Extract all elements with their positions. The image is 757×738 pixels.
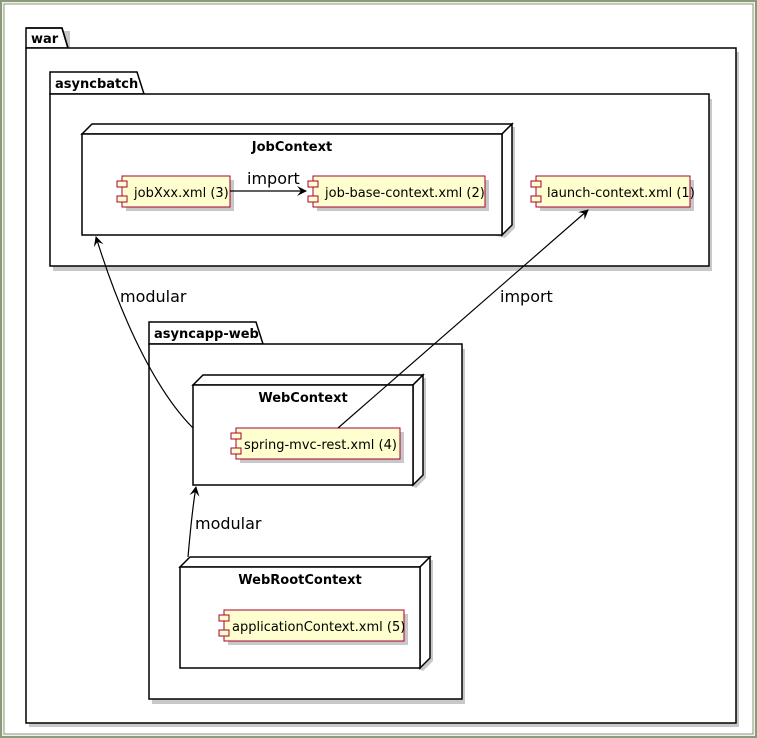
component-spring-mvc-label: spring-mvc-rest.xml (4): [244, 438, 397, 453]
edge-import-launch: [337, 209, 589, 429]
edge-modular-job-label: modular: [120, 287, 187, 306]
edge-import-launch-label: import: [500, 287, 553, 306]
component-app-context: applicationContext.xml (5): [218, 609, 408, 645]
edge-modular-web: [187, 486, 200, 558]
edge-modular-job: [93, 236, 194, 429]
edge-import-job-label: import: [247, 169, 300, 188]
node-web-context-title: WebContext: [258, 391, 347, 406]
node-job-context-title: JobContext: [251, 140, 332, 155]
component-job-base-label: job-base-context.xml (2): [324, 186, 485, 201]
component-job-base: job-base-context.xml (2): [307, 175, 489, 211]
edge-modular-web-label: modular: [195, 514, 262, 533]
package-asyncapp-web-title: asyncapp-web: [154, 327, 259, 342]
component-jobxxx: jobXxx.xml (3): [116, 175, 234, 211]
package-war-title: war: [31, 32, 59, 47]
component-spring-mvc: spring-mvc-rest.xml (4): [230, 427, 404, 463]
component-jobxxx-label: jobXxx.xml (3): [133, 186, 229, 201]
package-asyncbatch-title: asyncbatch: [55, 77, 138, 92]
component-launch-label: launch-context.xml (1): [547, 186, 695, 201]
component-app-context-label: applicationContext.xml (5): [232, 620, 405, 635]
node-web-root-context-title: WebRootContext: [238, 573, 361, 588]
component-launch: launch-context.xml (1): [530, 175, 695, 211]
